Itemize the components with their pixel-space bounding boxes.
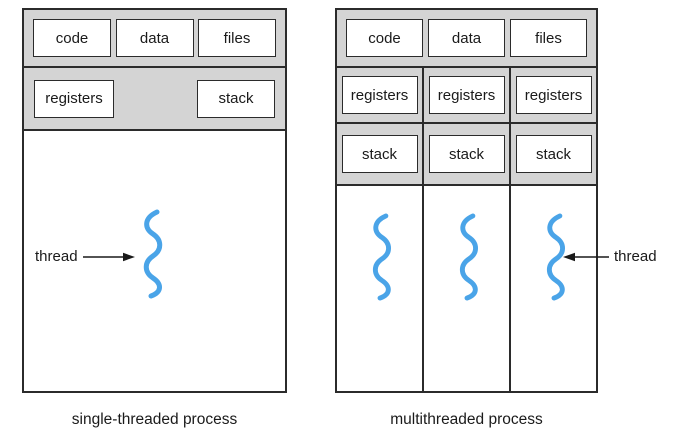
thread-squiggle-icon <box>541 212 567 302</box>
registers-box: registers <box>515 76 592 114</box>
thread-columns: registers stack registers <box>337 68 596 391</box>
thread-squiggle-icon <box>138 208 164 300</box>
single-threaded-process-panel: code data files registers stack <box>22 8 287 393</box>
files-box: files <box>510 19 587 57</box>
left-registers-stack-row: registers stack <box>24 68 285 131</box>
registers-cell: registers <box>337 68 422 124</box>
code-box: code <box>346 19 423 57</box>
thread-label: thread <box>35 248 78 265</box>
data-box: data <box>428 19 505 57</box>
stack-box: stack <box>428 135 505 173</box>
code-box: code <box>33 19 111 57</box>
registers-box: registers <box>34 79 114 118</box>
stack-box: stack <box>197 79 275 118</box>
registers-box: registers <box>341 76 418 114</box>
left-code-data-files-row: code data files <box>24 10 285 68</box>
files-box: files <box>198 19 276 57</box>
registers-cell: registers <box>511 68 596 124</box>
right-thread-annotation: thread <box>563 248 657 265</box>
thread-column-body <box>337 186 422 391</box>
multithreaded-caption: multithreaded process <box>390 411 543 428</box>
thread-squiggle-icon <box>454 212 480 302</box>
thread-label: thread <box>614 248 657 265</box>
stack-box: stack <box>515 135 592 173</box>
thread-column-3: registers stack <box>509 68 596 391</box>
left-process-body <box>24 131 285 391</box>
stack-cell: stack <box>511 124 596 186</box>
left-thread-annotation: thread <box>35 248 135 265</box>
single-threaded-caption: single-threaded process <box>71 411 238 428</box>
multithreaded-process-panel: code data files registers stack <box>335 8 598 393</box>
stack-box: stack <box>341 135 418 173</box>
thread-column-body <box>424 186 509 391</box>
thread-column-2: registers stack <box>422 68 509 391</box>
thread-column-body <box>511 186 596 391</box>
arrow-right-icon <box>82 251 135 263</box>
registers-cell: registers <box>424 68 509 124</box>
right-code-data-files-row: code data files <box>337 10 596 68</box>
stack-cell: stack <box>337 124 422 186</box>
arrow-left-icon <box>563 251 609 263</box>
data-box: data <box>115 19 194 57</box>
thread-squiggle-icon <box>367 212 393 302</box>
stack-cell: stack <box>424 124 509 186</box>
thread-column-1: registers stack <box>337 68 422 391</box>
registers-box: registers <box>428 76 505 114</box>
